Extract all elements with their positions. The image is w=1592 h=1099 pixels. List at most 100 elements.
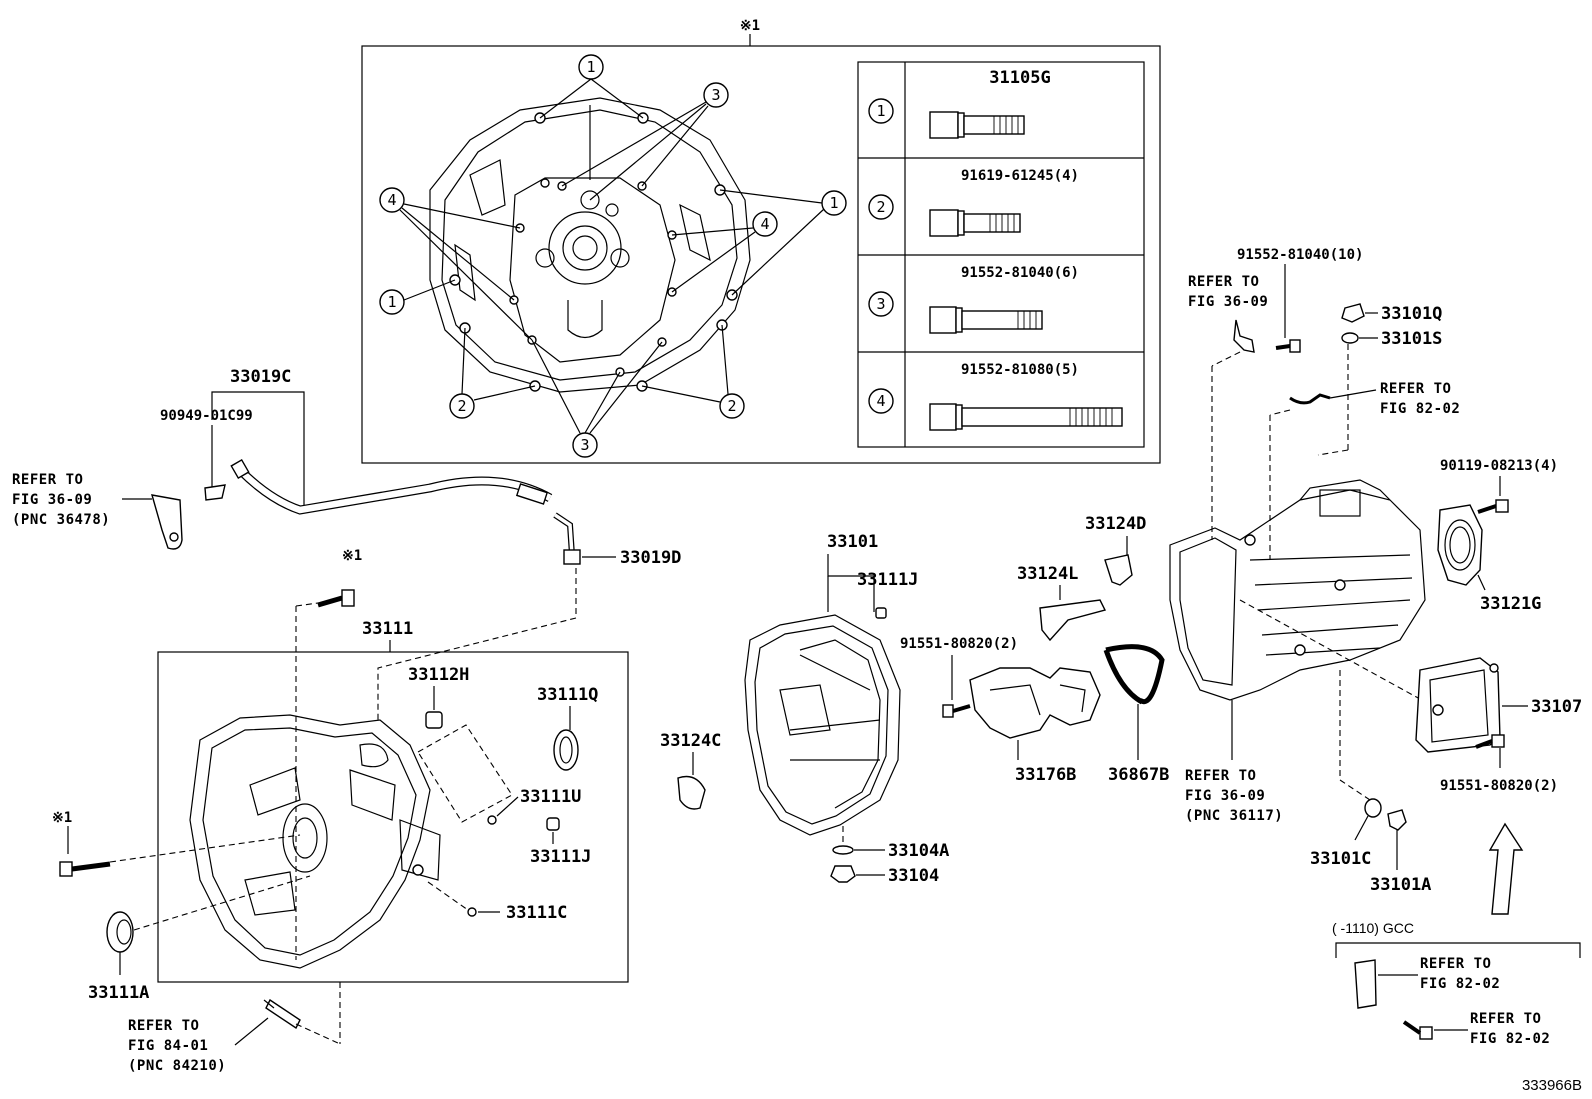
bolt-icon-gcc [1402,1020,1433,1040]
svg-text:※1: ※1 [52,810,72,826]
label-33111J-b: 33111J [857,570,918,590]
svg-text:FIG 36-09: FIG 36-09 [12,492,92,508]
transmission-case-group: 33101 33111J 33104A 33104 33124C [660,532,949,886]
svg-text:3: 3 [711,86,720,104]
bolt-table-part-2: 91619-61245(4) [961,168,1079,184]
transmission-case-drawing [744,614,901,836]
label-33019D: 33019D [620,548,681,568]
label-91551-80820-a: 91551-80820(2) [900,636,1018,652]
label-33112H: 33112H [408,665,469,685]
oil-separator-drawing [969,667,1101,739]
bolt-icon-flange [1477,499,1509,514]
label-33101Q: 33101Q [1381,304,1442,324]
svg-text:3: 3 [580,436,589,454]
label-33101: 33101 [827,532,878,552]
label-33111: 33111 [362,619,413,639]
svg-text:FIG 36-09: FIG 36-09 [1185,788,1265,804]
bell-housing-bolt-inset: ※1 [361,18,1161,464]
svg-text:1: 1 [829,194,838,212]
svg-text:(PNC 84210): (PNC 84210) [128,1058,226,1074]
extension-housing-group: 91552-81040(10) REFER TO FIG 36-09 33101… [1169,247,1582,915]
svg-text:FIG 84-01: FIG 84-01 [128,1038,208,1054]
inset-frame [361,45,1161,464]
front-case-group: ※1 33111 33112H 33111Q [52,548,629,1074]
label-33111C: 33111C [506,903,567,923]
label-33111A: 33111A [88,983,149,1003]
bolt-position-callouts: 1 3 4 1 4 1 2 [379,54,847,458]
bolt-icon-right [1275,339,1301,353]
bolt-table: 1 31105G 2 91619-61245(4) 3 91552-81040(… [857,61,1145,448]
svg-text:FIG 82-02: FIG 82-02 [1420,976,1500,992]
label-91552-81040-10: 91552-81040(10) [1237,247,1363,263]
label-33121G: 33121G [1480,594,1541,614]
side-cover-drawing [1415,657,1501,753]
bolt-table-num-1: 1 [876,102,885,120]
label-33107: 33107 [1531,697,1582,717]
speed-sensor-icon [263,998,301,1030]
extension-housing-drawing [1169,479,1426,701]
svg-text:REFER TO: REFER TO [12,472,83,488]
bolt-table-num-2: 2 [876,198,885,216]
label-33111Q: 33111Q [537,685,598,705]
svg-text:4: 4 [387,191,396,209]
bolt-icon [317,589,355,608]
label-91551-80820-b: 91551-80820(2) [1440,778,1558,794]
label-90119-08213: 90119-08213(4) [1440,458,1558,474]
label-33111J-a: 33111J [530,847,591,867]
drain-plug-icon [1341,303,1365,323]
bolt-table-part-1: 31105G [989,68,1050,88]
svg-text:(PNC 36117): (PNC 36117) [1185,808,1283,824]
svg-text:FIG 36-09: FIG 36-09 [1188,294,1268,310]
bolt-table-num-3: 3 [876,295,885,313]
bolt-table-num-4: 4 [876,392,885,410]
gcc-bracket-group: ( -1110) GCC REFER TO FIG 82-02 REFER TO… [1332,920,1581,1047]
label-33124C: 33124C [660,731,721,751]
label-33104A: 33104A [888,841,949,861]
note-mark-top: ※1 [740,18,760,34]
front-case-frame [157,651,629,983]
label-36867B: 36867B [1108,765,1169,785]
svg-text:FIG 82-02: FIG 82-02 [1380,401,1460,417]
svg-text:1: 1 [586,58,595,76]
breather-hose-group: 33019C 90949-01C99 33019D REFER TO FIG 3… [12,367,681,568]
snap-ring-drawing [1103,644,1165,705]
svg-text:4: 4 [760,215,769,233]
label-33101C: 33101C [1310,849,1371,869]
bolt-2-icon [929,209,1021,237]
label-33101A: 33101A [1370,875,1431,895]
svg-text:REFER TO: REFER TO [1420,956,1491,972]
label-33111U: 33111U [520,787,581,807]
shift-parts-group: 33124D 33124L 91551-80820(2) 33176B 3686… [900,514,1169,785]
svg-text:(PNC 36478): (PNC 36478) [12,512,110,528]
long-bolt-icon [59,861,111,877]
svg-text:REFER TO: REFER TO [1470,1011,1541,1027]
up-arrow-icon [1488,822,1524,915]
svg-text:FIG 82-02: FIG 82-02 [1470,1031,1550,1047]
svg-text:2: 2 [727,397,736,415]
label-33019C: 33019C [230,367,291,387]
front-case-drawing [189,714,441,969]
label-90949-01C99: 90949-01C99 [160,408,253,424]
gcc-label: ( -1110) GCC [1332,920,1414,936]
label-33124L: 33124L [1017,564,1078,584]
label-33104: 33104 [888,866,939,886]
figure-id: 333966B [1522,1077,1582,1094]
label-33101S: 33101S [1381,329,1442,349]
bolt-table-part-3: 91552-81040(6) [961,265,1079,281]
svg-text:1: 1 [387,293,396,311]
bolt-1-icon [929,111,1025,139]
bolt-3-icon [929,306,1043,334]
note-mark-bolt: ※1 [342,548,362,564]
svg-text:2: 2 [457,397,466,415]
svg-text:REFER TO: REFER TO [1185,768,1256,784]
svg-text:REFER TO: REFER TO [128,1018,199,1034]
rear-cover-drawing [1437,504,1483,586]
bolt-table-part-4: 91552-81080(5) [961,362,1079,378]
label-33124D: 33124D [1085,514,1146,534]
bell-housing-face-drawing [429,97,751,393]
bolt-small-icon [942,704,971,718]
bolt-icon-cover [1475,734,1505,749]
bolt-4-icon [929,403,1123,431]
svg-text:REFER TO: REFER TO [1188,274,1259,290]
